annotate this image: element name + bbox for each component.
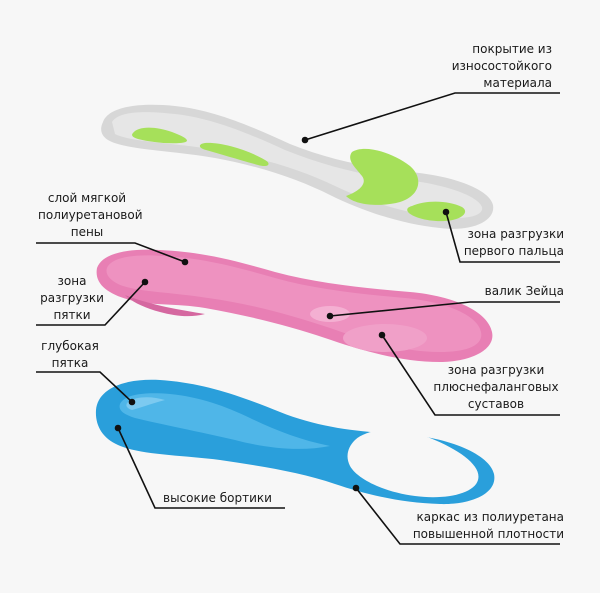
label-metatarsal-line-1: зона разгрузки (447, 363, 545, 377)
leader-high-sides (117, 427, 285, 509)
leader-frame (355, 487, 560, 545)
label-coating-line-2: износостойкого (451, 59, 552, 73)
label-coating: покрытие из износостойкого материала (452, 41, 552, 92)
label-coating-line-3: материала (483, 76, 552, 90)
frame-cutout (347, 430, 479, 498)
label-first-toe-line-2: первого пальца (463, 244, 564, 258)
label-heel-zone: зона разгрузки пятки (38, 273, 106, 324)
middle-layer-side (125, 295, 205, 317)
label-high-sides: высокие бортики (163, 490, 272, 507)
label-soft-foam-line-2: полиуретановой (38, 208, 143, 222)
arch-green-pad (199, 142, 269, 167)
label-first-toe: зона разгрузки первого пальца (464, 226, 564, 260)
toe-green-pad (407, 201, 466, 222)
label-metatarsal-line-3: суставов (467, 397, 525, 411)
label-heel-zone-line-2: разгрузки (40, 291, 104, 305)
top-layer-highlight (112, 112, 483, 218)
top-layer-insole (101, 104, 494, 229)
leader-coating (304, 92, 560, 141)
label-heel-zone-line-1: зона (57, 274, 87, 288)
label-frame: каркас из полиуретана повышенной плотнос… (413, 509, 564, 543)
label-soft-foam-line-3: пены (70, 225, 104, 239)
label-high-sides-line-1: высокие бортики (163, 491, 272, 505)
metatarsal-relief-zone (343, 324, 427, 352)
label-deep-heel-line-1: глубокая (41, 339, 99, 353)
leader-zeitz-pad (329, 301, 560, 317)
label-deep-heel-line-2: пятка (51, 356, 89, 370)
label-soft-foam: слой мягкой полиуретановой пены (38, 190, 143, 241)
leader-metatarsal (381, 334, 560, 416)
label-first-toe-line-1: зона разгрузки (467, 227, 564, 241)
heel-cup-highlight (126, 397, 165, 410)
bottom-layer-inner (119, 393, 330, 449)
heel-green-pad (132, 127, 187, 144)
middle-layer-insole (96, 249, 493, 362)
label-heel-zone-line-3: пятки (53, 308, 91, 322)
label-frame-line-2: повышенной плотности (412, 527, 564, 541)
label-metatarsal: зона разгрузки плюснефаланговых суставов (430, 362, 562, 413)
leader-first-toe (445, 211, 560, 263)
leader-lines (36, 92, 560, 545)
label-zeitz-pad-line-1: валик Зейца (484, 284, 564, 298)
label-coating-line-1: покрытие из (472, 42, 552, 56)
label-soft-foam-line-1: слой мягкой (47, 191, 127, 205)
leader-soft-foam (36, 242, 186, 263)
label-frame-line-1: каркас из полиуретана (416, 510, 564, 524)
forefoot-green-pad (346, 148, 419, 205)
leader-heel-zone (36, 281, 146, 326)
label-metatarsal-line-2: плюснефаланговых (433, 380, 559, 394)
bottom-layer-insole (95, 379, 495, 505)
leader-deep-heel (36, 371, 133, 403)
label-zeitz-pad: валик Зейца (485, 283, 564, 300)
label-deep-heel: глубокая пятка (38, 338, 102, 372)
